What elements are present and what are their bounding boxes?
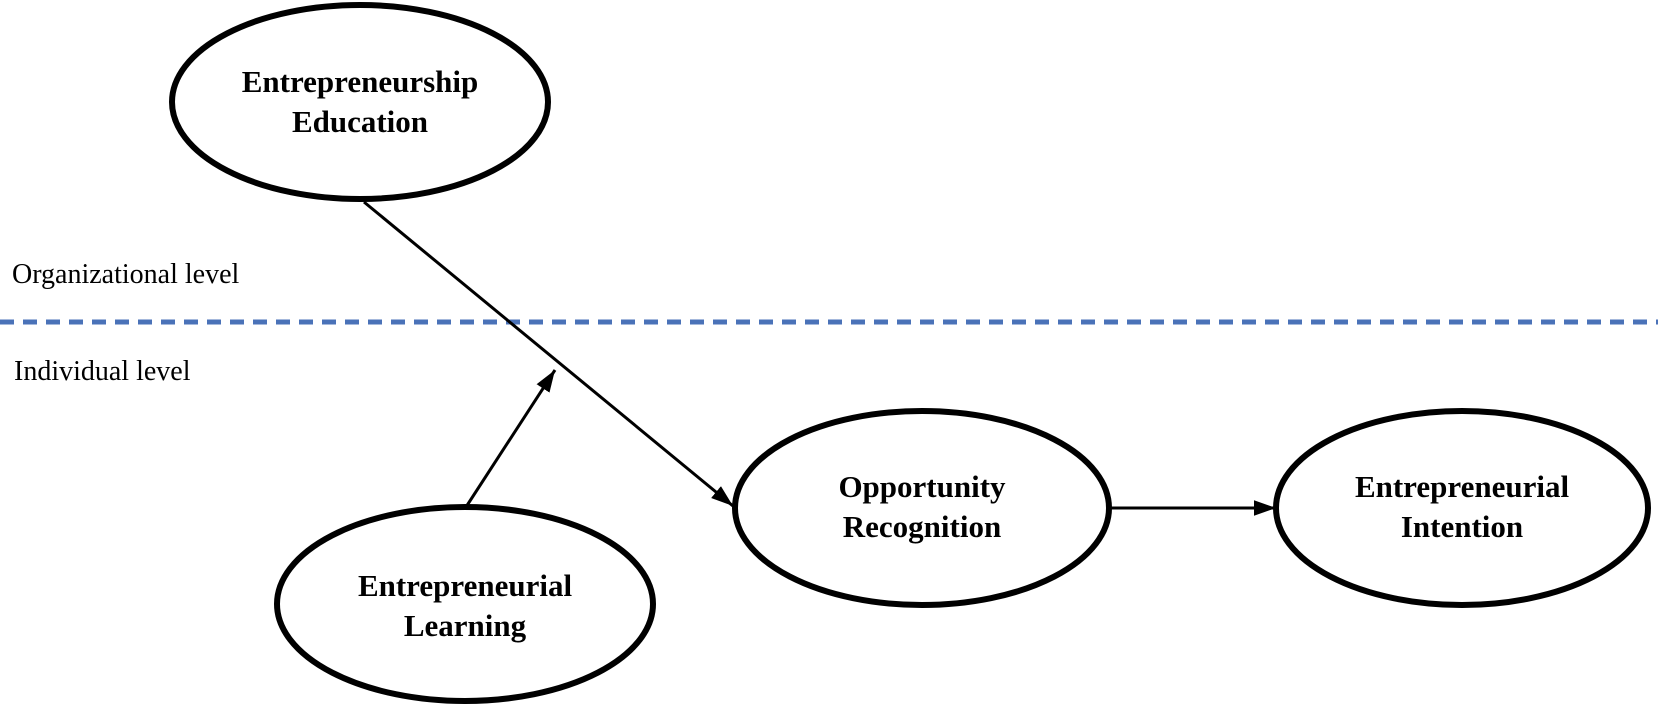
arrow-learning-moderation bbox=[464, 369, 557, 508]
node-learning-label-line2: Learning bbox=[404, 608, 527, 643]
node-intention-ellipse bbox=[1273, 408, 1651, 608]
node-entrepreneurial-intention: Entrepreneurial Intention bbox=[1273, 408, 1651, 608]
node-learning-label-line1: Entrepreneurial bbox=[358, 568, 573, 603]
node-opportunity-recognition: Opportunity Recognition bbox=[732, 408, 1112, 608]
individual-level-label: Individual level bbox=[14, 356, 191, 387]
node-education-ellipse bbox=[169, 2, 551, 202]
node-education-label-line2: Education bbox=[292, 104, 428, 139]
node-opportunity-ellipse bbox=[732, 408, 1112, 608]
node-learning-ellipse bbox=[274, 504, 656, 704]
arrow-education-to-opportunity bbox=[363, 200, 734, 508]
node-entrepreneurial-learning: Entrepreneurial Learning bbox=[274, 504, 656, 704]
node-opportunity-label-line1: Opportunity bbox=[838, 469, 1006, 504]
node-intention-label-line2: Intention bbox=[1401, 509, 1523, 544]
node-intention-label-line1: Entrepreneurial bbox=[1355, 469, 1570, 504]
node-opportunity-label-line2: Recognition bbox=[843, 509, 1001, 544]
organizational-level-label: Organizational level bbox=[12, 259, 240, 290]
node-education-label-line1: Entrepreneurship bbox=[242, 64, 479, 99]
node-entrepreneurship-education: Entrepreneurship Education bbox=[169, 2, 551, 202]
